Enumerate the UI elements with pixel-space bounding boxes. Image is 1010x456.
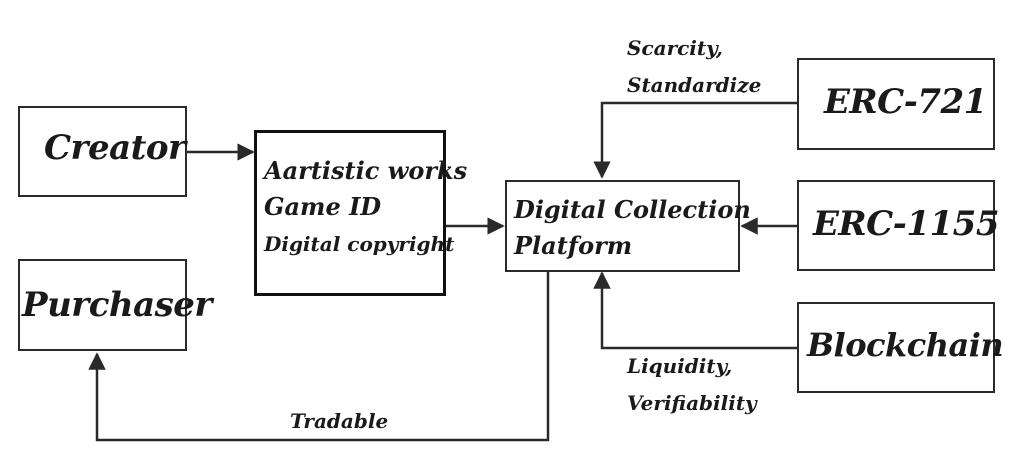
edge-label-verifiability: Verifiability	[627, 391, 757, 415]
purchaser-label: Purchaser	[22, 285, 212, 325]
erc721-node	[797, 58, 995, 150]
platform-line-1: Digital Collection	[514, 195, 751, 224]
purchaser-node	[18, 259, 187, 351]
edge-platform-to-purchaser	[88, 271, 550, 442]
edge-label-standardize: Standardize	[627, 73, 762, 97]
edge-label-liquidity: Liquidity,	[627, 354, 733, 378]
erc1155-node	[797, 180, 995, 271]
platform-line-2: Platform	[514, 231, 633, 260]
works-line-2: Game ID	[264, 192, 382, 221]
works-node	[254, 130, 446, 296]
blockchain-label: Blockchain	[807, 326, 1004, 364]
erc1155-label: ERC-1155	[813, 204, 999, 244]
works-line-1: Aartistic works	[264, 156, 468, 185]
edge-label-tradable: Tradable	[290, 409, 389, 433]
blockchain-node	[797, 302, 995, 393]
creator-node	[18, 106, 187, 197]
edge-label-scarcity: Scarcity,	[627, 36, 723, 60]
edge-erc721-to-platform	[593, 101, 797, 179]
erc721-label: ERC-721	[824, 82, 987, 122]
platform-node	[505, 180, 740, 272]
works-line-3: Digital copyright	[264, 232, 455, 256]
creator-label: Creator	[44, 128, 186, 168]
edge-blockchain-to-platform	[593, 271, 797, 350]
